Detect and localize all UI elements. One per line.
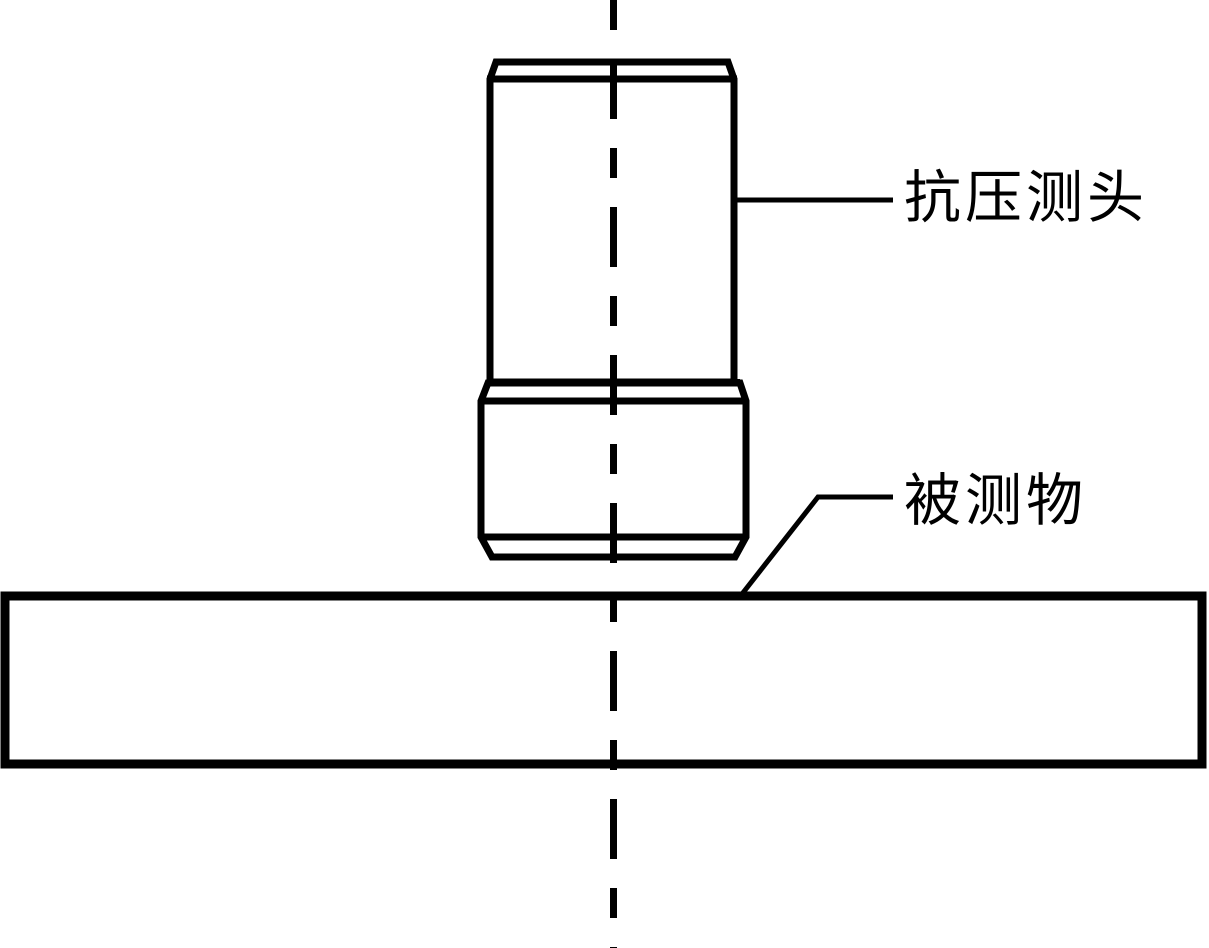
measured-object-plate (0, 591, 1207, 769)
object-leader-line (740, 494, 893, 596)
probe-label: 抗压测头 (904, 166, 1148, 230)
object-label: 被测物 (904, 469, 1087, 533)
